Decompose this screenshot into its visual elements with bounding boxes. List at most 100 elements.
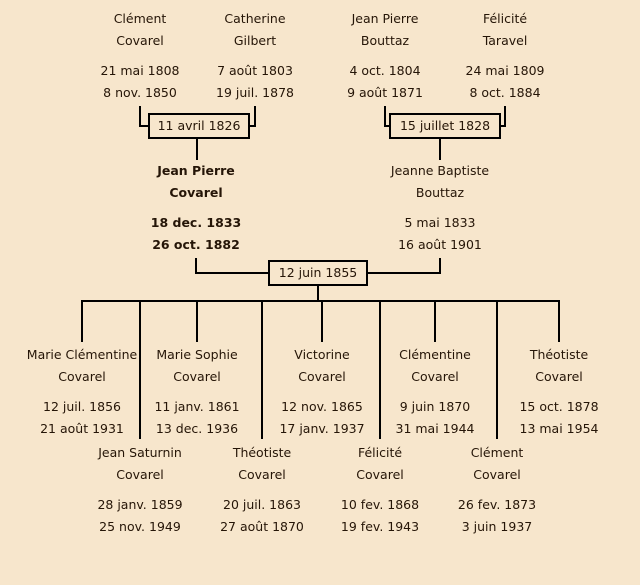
- person-death-date: 13 dec. 1936: [155, 421, 239, 436]
- person-catherine-gilbert[interactable]: Catherine Gilbert 7 août 1803 19 juil. 1…: [180, 8, 330, 104]
- person-birth-date: 24 mai 1809: [465, 63, 545, 78]
- person-clementine-covarel[interactable]: Clémentine Covarel 9 juin 1870 31 mai 19…: [360, 344, 510, 440]
- person-first-name: Clément: [470, 445, 524, 460]
- person-first-name: Félicité: [357, 445, 403, 460]
- person-last-name: Covarel: [58, 369, 106, 384]
- person-death-date: 13 mai 1954: [519, 421, 599, 436]
- connector-line: [321, 302, 323, 342]
- sibling-bar: [81, 300, 560, 302]
- person-death-date: 17 janv. 1937: [279, 421, 365, 436]
- person-last-name: Taravel: [482, 33, 528, 48]
- person-jean-saturnin-covarel[interactable]: Jean Saturnin Covarel 28 janv. 1859 25 n…: [65, 442, 215, 538]
- connector-line: [254, 106, 256, 125]
- person-last-name: Covarel: [169, 185, 223, 200]
- connector-line: [195, 258, 197, 274]
- person-death-date: 26 oct. 1882: [152, 237, 240, 252]
- connector-line: [196, 139, 198, 160]
- person-last-name: Covarel: [298, 369, 346, 384]
- person-birth-date: 12 nov. 1865: [281, 399, 363, 414]
- marriage-box-couple2: 15 juillet 1828: [389, 113, 501, 139]
- person-last-name: Gilbert: [233, 33, 277, 48]
- person-jean-pierre-covarel[interactable]: Jean Pierre Covarel 18 dec. 1833 26 oct.…: [121, 160, 271, 256]
- person-first-name: Victorine: [294, 347, 350, 362]
- marriage-box-couple3: 12 juin 1855: [268, 260, 368, 286]
- person-first-name: Marie Sophie: [156, 347, 238, 362]
- person-death-date: 16 août 1901: [398, 237, 482, 252]
- person-birth-date: 12 juil. 1856: [43, 399, 121, 414]
- marriage-date: 11 avril 1826: [157, 118, 241, 133]
- person-last-name: Bouttaz: [360, 33, 410, 48]
- marriage-box-couple1: 11 avril 1826: [148, 113, 250, 139]
- person-death-date: 8 nov. 1850: [103, 85, 177, 100]
- person-death-date: 19 fev. 1943: [340, 519, 420, 534]
- person-first-name: Catherine: [224, 11, 286, 26]
- person-death-date: 31 mai 1944: [395, 421, 475, 436]
- person-death-date: 21 août 1931: [40, 421, 124, 436]
- person-jeanne-baptiste-bouttaz[interactable]: Jeanne Baptiste Bouttaz 5 mai 1833 16 ao…: [365, 160, 515, 256]
- person-victorine-covarel[interactable]: Victorine Covarel 12 nov. 1865 17 janv. …: [247, 344, 397, 440]
- person-birth-date: 20 juil. 1863: [223, 497, 301, 512]
- person-last-name: Covarel: [473, 467, 521, 482]
- person-felicite-covarel[interactable]: Félicité Covarel 10 fev. 1868 19 fev. 19…: [305, 442, 455, 538]
- person-first-name: Jean Pierre: [157, 163, 235, 178]
- person-birth-date: 7 août 1803: [217, 63, 293, 78]
- connector-line: [439, 139, 441, 160]
- connector-line: [379, 302, 381, 439]
- person-last-name: Covarel: [173, 369, 221, 384]
- person-birth-date: 28 janv. 1859: [97, 497, 183, 512]
- person-death-date: 27 août 1870: [220, 519, 304, 534]
- person-marie-clementine-covarel[interactable]: Marie Clémentine Covarel 12 juil. 1856 2…: [7, 344, 157, 440]
- connector-line: [139, 106, 141, 125]
- person-birth-date: 11 janv. 1861: [154, 399, 240, 414]
- connector-line: [558, 302, 560, 342]
- person-birth-date: 26 fev. 1873: [457, 497, 537, 512]
- person-death-date: 25 nov. 1949: [99, 519, 181, 534]
- connector-line: [504, 106, 506, 125]
- person-first-name: Clémentine: [399, 347, 471, 362]
- person-jean-pierre-bouttaz[interactable]: Jean Pierre Bouttaz 4 oct. 1804 9 août 1…: [310, 8, 460, 104]
- connector-line: [317, 286, 319, 302]
- person-death-date: 3 juin 1937: [461, 519, 533, 534]
- connector-line: [196, 302, 198, 342]
- connector-line: [81, 302, 83, 342]
- person-first-name: Jeanne Baptiste: [390, 163, 490, 178]
- person-last-name: Covarel: [116, 33, 164, 48]
- person-last-name: Covarel: [238, 467, 286, 482]
- person-first-name: Clément: [113, 11, 167, 26]
- person-last-name: Bouttaz: [415, 185, 465, 200]
- person-first-name: Marie Clémentine: [26, 347, 138, 362]
- connector-line: [384, 106, 386, 125]
- marriage-date: 15 juillet 1828: [399, 118, 491, 133]
- person-clement-covarel-jr[interactable]: Clément Covarel 26 fev. 1873 3 juin 1937: [422, 442, 572, 538]
- person-first-name: Jean Pierre: [351, 11, 419, 26]
- person-first-name: Théotiste: [232, 445, 292, 460]
- person-theotiste-covarel-1878[interactable]: Théotiste Covarel 15 oct. 1878 13 mai 19…: [484, 344, 634, 440]
- person-first-name: Jean Saturnin: [98, 445, 182, 460]
- connector-line: [139, 302, 141, 439]
- connector-line: [439, 258, 441, 274]
- person-birth-date: 21 mai 1808: [100, 63, 180, 78]
- person-theotiste-covarel-1863[interactable]: Théotiste Covarel 20 juil. 1863 27 août …: [187, 442, 337, 538]
- person-clement-covarel-sr[interactable]: Clément Covarel 21 mai 1808 8 nov. 1850: [65, 8, 215, 104]
- person-felicite-taravel[interactable]: Félicité Taravel 24 mai 1809 8 oct. 1884: [430, 8, 580, 104]
- connector-line: [434, 302, 436, 342]
- person-death-date: 19 juil. 1878: [216, 85, 294, 100]
- person-last-name: Covarel: [116, 467, 164, 482]
- person-death-date: 9 août 1871: [347, 85, 423, 100]
- person-birth-date: 15 oct. 1878: [519, 399, 599, 414]
- person-birth-date: 5 mai 1833: [404, 215, 476, 230]
- person-last-name: Covarel: [535, 369, 583, 384]
- marriage-date: 12 juin 1855: [278, 265, 358, 280]
- person-birth-date: 4 oct. 1804: [349, 63, 421, 78]
- person-birth-date: 10 fev. 1868: [340, 497, 420, 512]
- connector-line: [261, 302, 263, 439]
- person-last-name: Covarel: [411, 369, 459, 384]
- person-birth-date: 9 juin 1870: [399, 399, 471, 414]
- connector-line: [496, 302, 498, 439]
- person-last-name: Covarel: [356, 467, 404, 482]
- person-first-name: Théotiste: [529, 347, 589, 362]
- person-marie-sophie-covarel[interactable]: Marie Sophie Covarel 11 janv. 1861 13 de…: [122, 344, 272, 440]
- person-death-date: 8 oct. 1884: [469, 85, 541, 100]
- person-birth-date: 18 dec. 1833: [150, 215, 242, 230]
